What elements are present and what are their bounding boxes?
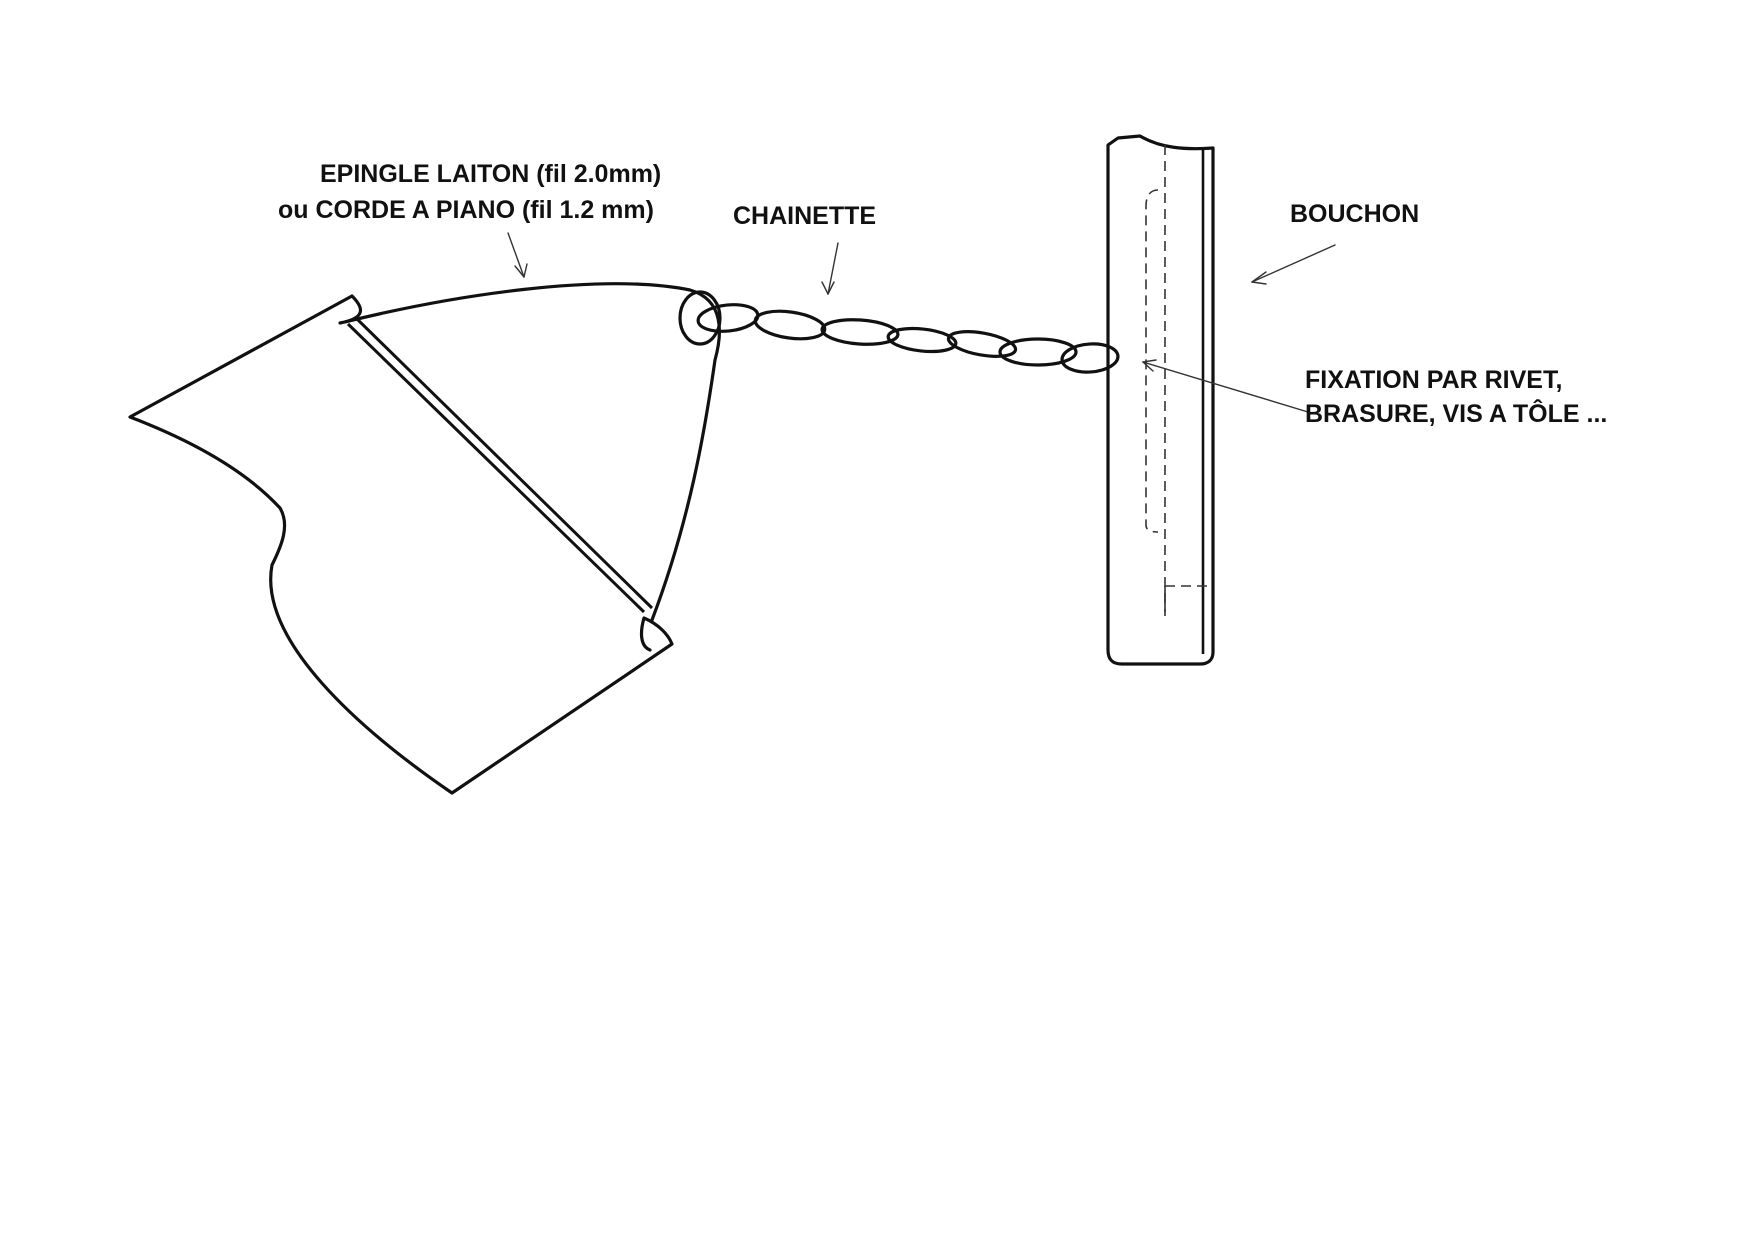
- chain-link: [886, 326, 958, 354]
- fixation-label-line2: BRASURE, VIS A TÔLE ...: [1305, 400, 1608, 428]
- leader-arrows: [507, 232, 1336, 413]
- chain-label: CHAINETTE: [733, 202, 877, 230]
- chain-link: [696, 303, 760, 333]
- plate-outline: [128, 294, 674, 795]
- chain-link: [946, 330, 1018, 358]
- pin-ring: [678, 290, 722, 346]
- pin-arc: [343, 282, 721, 622]
- pin-wire-a: [346, 322, 646, 614]
- chain: [696, 303, 1120, 374]
- chain-link: [820, 318, 900, 346]
- fixation-label-line1: FIXATION PAR RIVET,: [1305, 366, 1563, 394]
- pin-label-line2: ou CORDE A PIANO (fil 1.2 mm): [278, 196, 654, 224]
- cap-label: BOUCHON: [1290, 200, 1420, 228]
- cap-outline: [1106, 134, 1215, 666]
- chain-link: [1060, 342, 1120, 374]
- pin-wire-b: [354, 316, 654, 610]
- chain-link: [998, 337, 1078, 367]
- pin-label-line1: EPINGLE LAITON (fil 2.0mm): [320, 160, 662, 188]
- chain-link: [753, 309, 827, 341]
